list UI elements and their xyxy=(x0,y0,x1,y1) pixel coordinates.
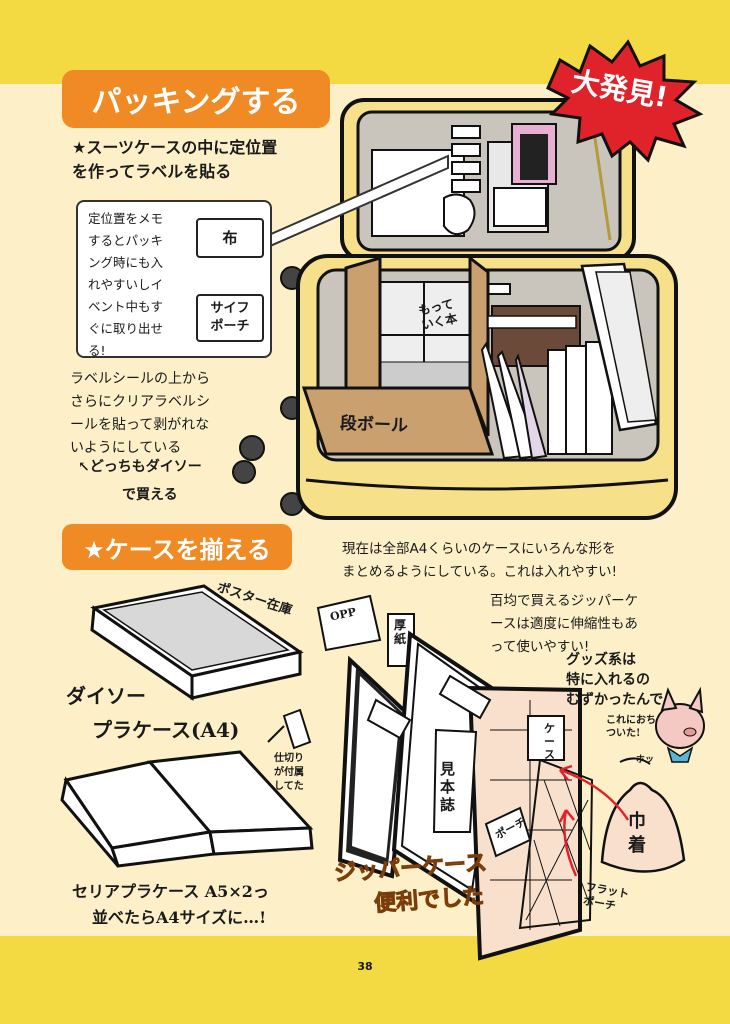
note-line: 定位置をメモ xyxy=(88,211,164,226)
section1-subtitle-line1: ★スーツケースの中に定位置 xyxy=(72,138,278,157)
divider-line3: してた xyxy=(274,781,304,792)
pig-sound: ホッ xyxy=(636,755,655,765)
pouch-label-card: サイフ ポーチ xyxy=(196,294,264,342)
zipper-desc-line: って使いやすい! xyxy=(490,639,590,655)
mascot-illustration xyxy=(600,686,705,873)
daiso-note-line2: で買える xyxy=(122,487,178,503)
zipper-cases-illustration xyxy=(337,630,594,961)
section1-subtitle-line2: を作ってラベルを貼る xyxy=(72,162,232,181)
divider-line1: 仕切り xyxy=(274,753,304,764)
section2-desc-line: まとめるようにしている。これは入れやすい! xyxy=(342,564,618,580)
note-line: れやすいしイ xyxy=(88,277,164,292)
seria-case-illustration xyxy=(60,750,314,868)
wallet-label-card: 布 xyxy=(196,218,264,258)
poster-case-illustration xyxy=(90,584,304,701)
relief-note: これにおち ついた! xyxy=(606,714,656,740)
note-line: ぐに取り出せ xyxy=(88,321,164,336)
zipper-desc: 百均で買えるジッパーケ ースは適度に伸縮性もあ って使いやすい! xyxy=(490,590,680,659)
note-line: ベント中もす xyxy=(88,299,164,314)
note-text: 定位置をメモ するとパッキ ング時にも入 れやすいしイ ベント中もす ぐに取り出… xyxy=(88,208,188,362)
relief-line2: ついた! xyxy=(606,728,641,739)
note-line: る! xyxy=(88,343,106,358)
note-line: するとパッキ xyxy=(88,233,164,248)
section2-desc: 現在は全部A4くらいのケースにいろんな形を まとめるようにしている。これは入れや… xyxy=(342,538,682,584)
pouch-label-line2: ポーチ xyxy=(210,319,250,334)
pouch-label-line1: サイフ xyxy=(210,301,250,316)
daiso-note-line1: ↖どっちもダイソー xyxy=(78,459,202,475)
case-label: ケース xyxy=(544,722,555,761)
goods-note: グッズ系は 特に入れるの むずかったんで xyxy=(566,650,663,710)
section2-desc-line: 現在は全部A4くらいのケースにいろんな形を xyxy=(342,541,616,557)
note-line: ング時にも入 xyxy=(88,255,164,270)
zipper-desc-line: ースは適度に伸縮性もあ xyxy=(490,616,638,632)
zipper-desc-line: 百均で買えるジッパーケ xyxy=(490,593,639,609)
section2-title: ★ケースを揃える xyxy=(62,524,292,570)
kinchaku-label: 巾 着 xyxy=(628,810,646,858)
cardboard-label: 段ボール xyxy=(339,413,409,437)
bottom-band xyxy=(0,936,730,1024)
page-title: パッキングする xyxy=(62,70,330,128)
daiso-case-line2: プラケース(A4) xyxy=(92,718,240,742)
daiso-case-line1: ダイソー xyxy=(66,684,146,708)
goods-line2: 特に入れるの xyxy=(566,672,650,688)
relief-line1: これにおち xyxy=(606,715,656,726)
suitcase-illustration xyxy=(232,98,678,520)
burst-badge xyxy=(546,39,704,163)
thick-paper-label: 厚紙 xyxy=(394,618,407,646)
label-tip-line: ラベルシールの上から xyxy=(70,371,210,387)
seria-case-line2: 並べたらA4サイズに…! xyxy=(92,908,267,927)
seria-case-line1: セリアプラケース A5×2っ xyxy=(72,882,269,901)
label-tip-line: いようにしている xyxy=(70,440,182,456)
wallet-label-text: 布 xyxy=(222,229,238,247)
sample-label: 見本誌 xyxy=(440,760,456,814)
red-arrows xyxy=(558,764,630,877)
divider-line2: が付属 xyxy=(274,767,304,778)
label-tip-text: ラベルシールの上から さらにクリアラベルシ ールを貼って剥がれな いようにしてい… xyxy=(70,368,260,460)
goods-line1: グッズ系は xyxy=(566,652,636,668)
page-number: 38 xyxy=(357,960,373,973)
kinchaku-line2: 着 xyxy=(628,835,646,856)
label-tip-line: ールを貼って剥がれな xyxy=(70,417,210,433)
label-tip-line: さらにクリアラベルシ xyxy=(70,394,210,410)
kinchaku-line1: 巾 xyxy=(628,811,646,832)
goods-line3: むずかったんで xyxy=(566,692,664,708)
divider-note: 仕切り が付属 してた xyxy=(274,752,304,794)
